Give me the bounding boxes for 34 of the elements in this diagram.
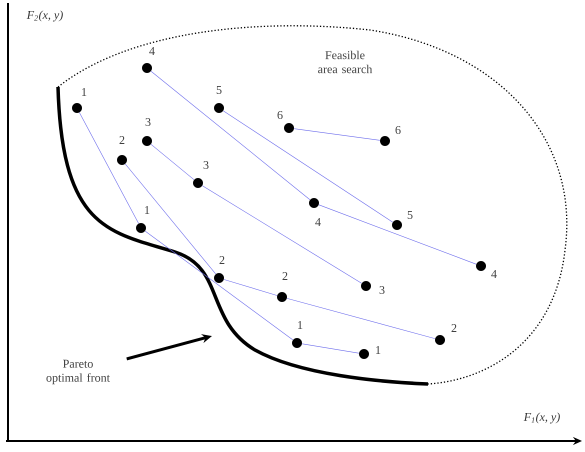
connector-line bbox=[144, 230, 294, 340]
connector-line bbox=[150, 70, 310, 200]
point-label: 5 bbox=[216, 86, 222, 94]
point-label: 3 bbox=[146, 118, 151, 126]
point-label: 4 bbox=[315, 218, 321, 226]
connector-line bbox=[125, 164, 216, 274]
connector-line bbox=[318, 204, 476, 264]
point-label: 5 bbox=[408, 211, 413, 219]
point-label: 1 bbox=[376, 346, 380, 354]
axis-label: F$_{2}$(x, y) bbox=[26, 10, 63, 22]
connector-line bbox=[223, 110, 393, 222]
point-label: 4 bbox=[149, 47, 155, 55]
point-label: 1 bbox=[298, 321, 302, 329]
connector-line bbox=[224, 279, 278, 296]
point-label: 4 bbox=[491, 270, 497, 278]
point-label: 1 bbox=[82, 88, 86, 96]
point-label: 2 bbox=[120, 136, 124, 144]
point-label: 2 bbox=[220, 256, 224, 264]
point-label: 1 bbox=[145, 206, 150, 214]
callout-text: Pareto optimal front bbox=[46, 360, 110, 384]
connector-line bbox=[150, 144, 194, 180]
point-label: 3 bbox=[204, 160, 209, 170]
connector-line bbox=[286, 298, 436, 339]
connector-line bbox=[202, 185, 362, 284]
point-label: 6 bbox=[278, 110, 283, 120]
connector-line bbox=[302, 344, 360, 354]
point-label: 6 bbox=[396, 126, 401, 134]
connector-line bbox=[79, 112, 139, 224]
axis-label: F$_{1}$(x, y) bbox=[524, 412, 560, 424]
feasible-area-label: Feasible area search bbox=[318, 50, 372, 74]
connector-line bbox=[294, 128, 380, 141]
point-label: 3 bbox=[380, 286, 385, 294]
point-label: 2 bbox=[452, 324, 456, 332]
point-label: 2 bbox=[282, 272, 288, 280]
